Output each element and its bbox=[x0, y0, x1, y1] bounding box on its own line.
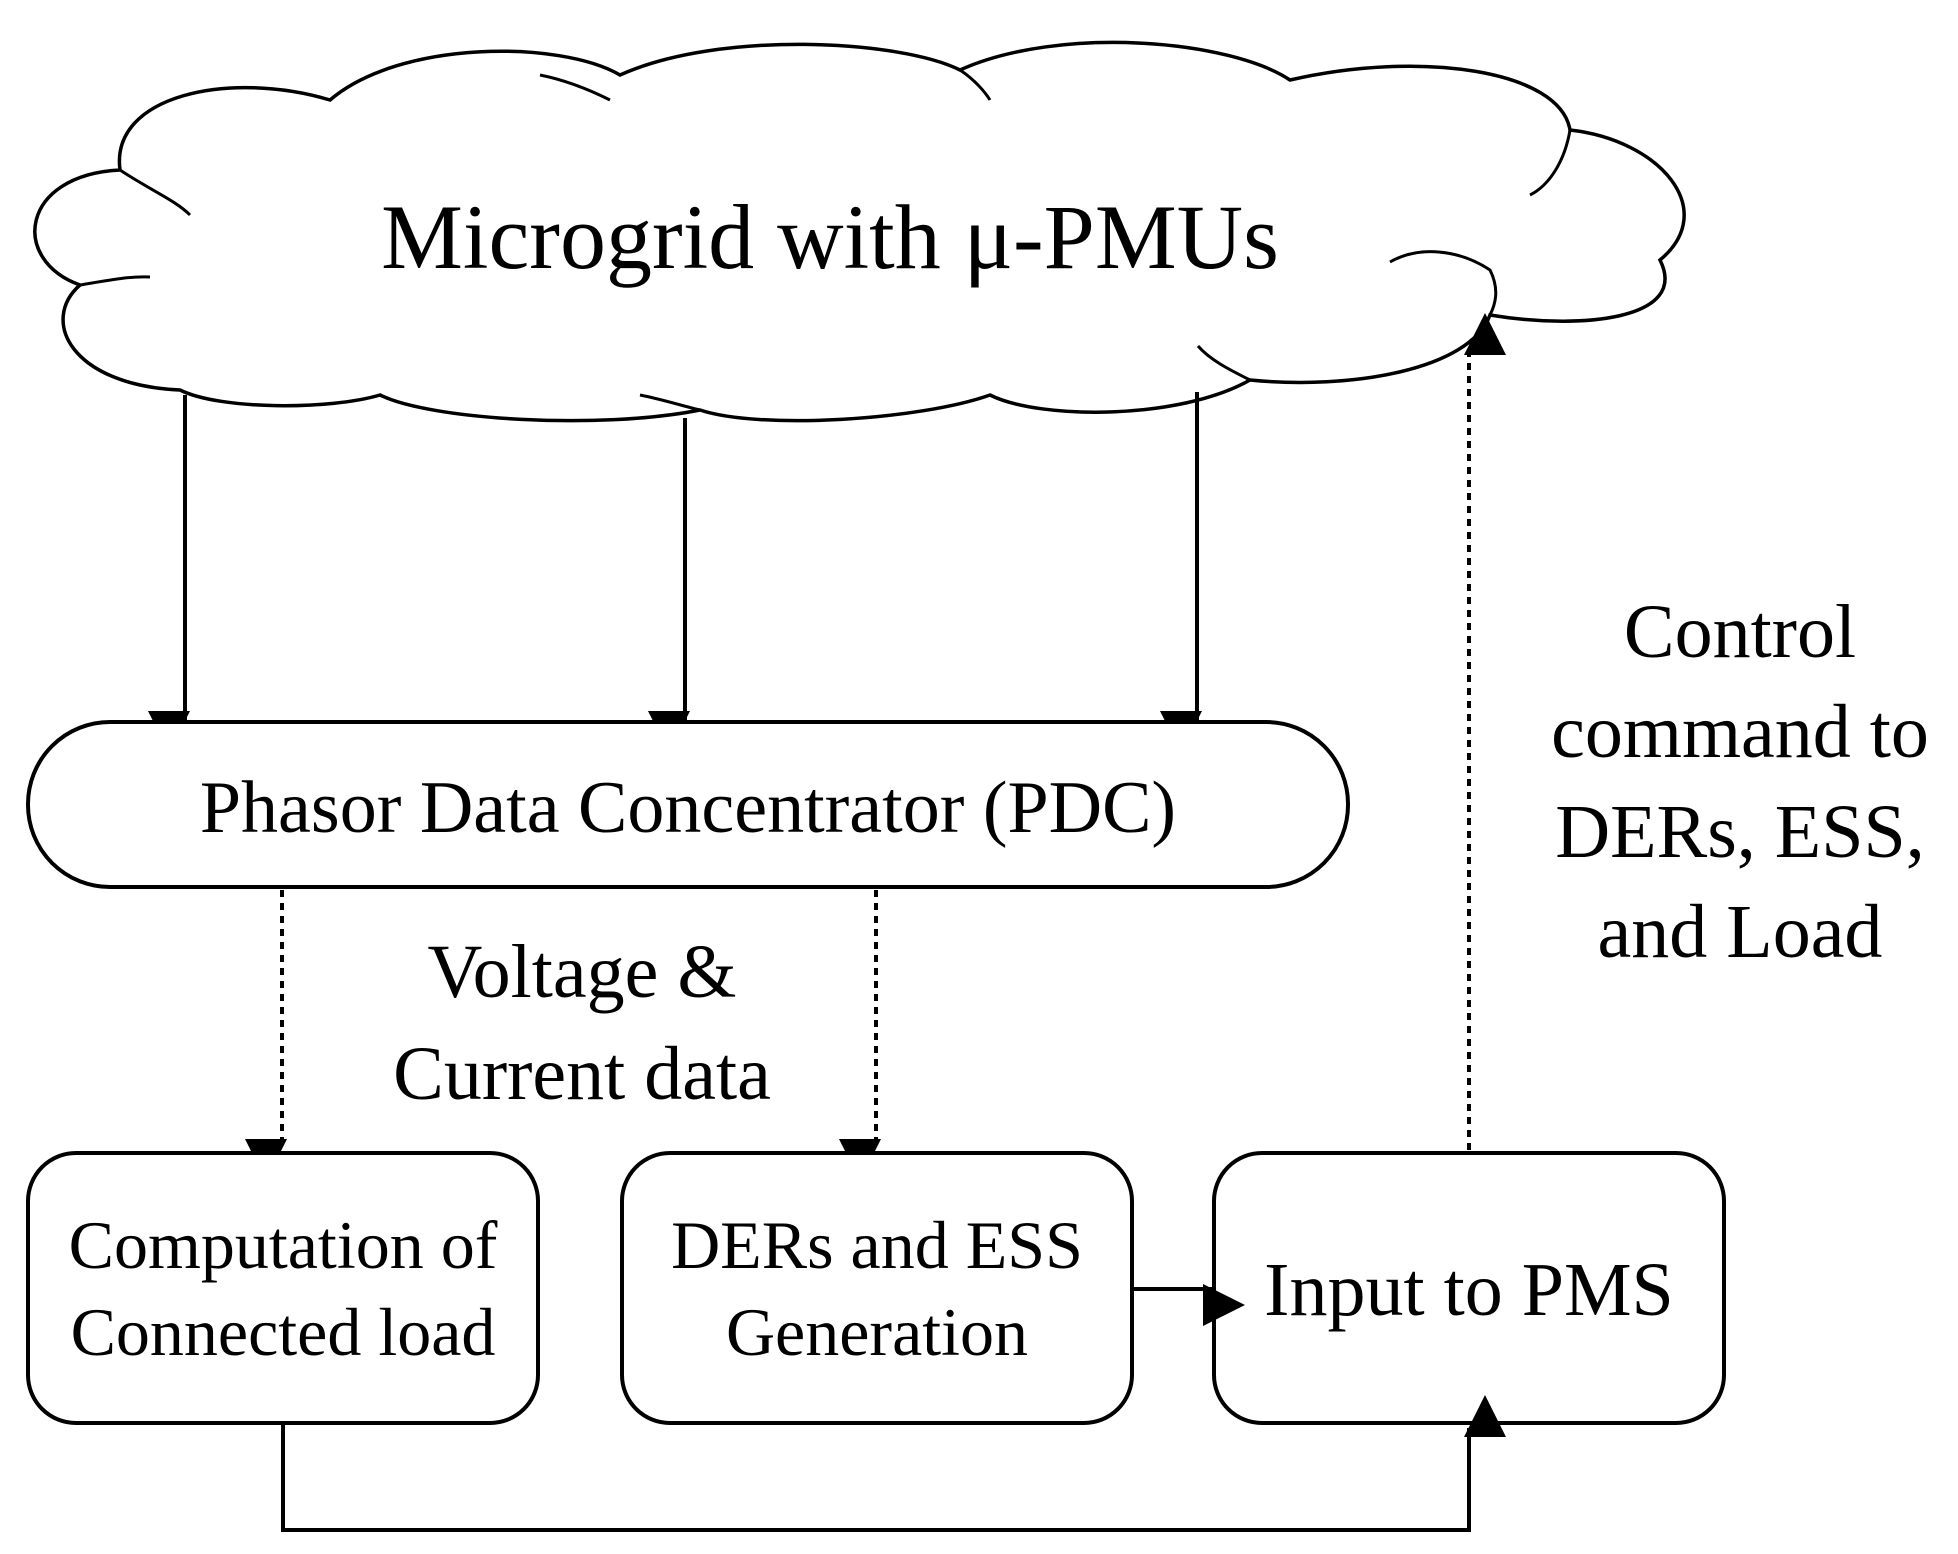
load-box-line2: Connected load bbox=[71, 1294, 496, 1370]
control-label-line1: Control bbox=[1624, 590, 1856, 674]
der-generation-box bbox=[620, 1151, 1134, 1425]
arrow-load-to-pms bbox=[281, 1395, 1506, 1532]
pdc-label: Phasor Data Concentrator (PDC) bbox=[200, 767, 1176, 849]
der-box-line2: Generation bbox=[726, 1294, 1028, 1370]
control-label-line4: and Load bbox=[1598, 890, 1883, 974]
cloud-crease-7 bbox=[1196, 345, 1251, 382]
load-computation-node: Computation of Connected load bbox=[26, 1151, 540, 1425]
cloud-crease-3 bbox=[539, 73, 611, 102]
microgrid-cloud: Microgrid with μ-PMUs bbox=[33, 40, 1686, 423]
der-generation-node: DERs and ESS Generation bbox=[620, 1151, 1134, 1425]
pdc-box bbox=[26, 720, 1350, 889]
cloud-crease-2 bbox=[79, 275, 151, 287]
load-box-line1: Computation of bbox=[69, 1207, 498, 1283]
cloud-crease-1 bbox=[119, 168, 192, 217]
cloud-crease-8 bbox=[639, 393, 701, 412]
pdc-node: Phasor Data Concentrator (PDC) bbox=[26, 720, 1350, 889]
control-label-line3: DERs, ESS, bbox=[1555, 790, 1925, 874]
pms-input-node: Input to PMS bbox=[1212, 1151, 1726, 1425]
data-label-line1: Voltage & bbox=[428, 930, 737, 1014]
pms-box-label: Input to PMS bbox=[1264, 1248, 1674, 1332]
cloud-crease-4 bbox=[959, 68, 992, 101]
data-label-line2: Current data bbox=[393, 1032, 771, 1116]
control-label-line2: command to bbox=[1551, 690, 1929, 774]
load-computation-box bbox=[26, 1151, 540, 1425]
cloud-crease-5 bbox=[1529, 129, 1572, 197]
cloud-title: Microgrid with μ-PMUs bbox=[381, 186, 1279, 288]
cloud-crease-6 bbox=[1389, 250, 1498, 316]
der-box-line1: DERs and ESS bbox=[671, 1207, 1083, 1283]
cloud-shape bbox=[33, 40, 1686, 423]
